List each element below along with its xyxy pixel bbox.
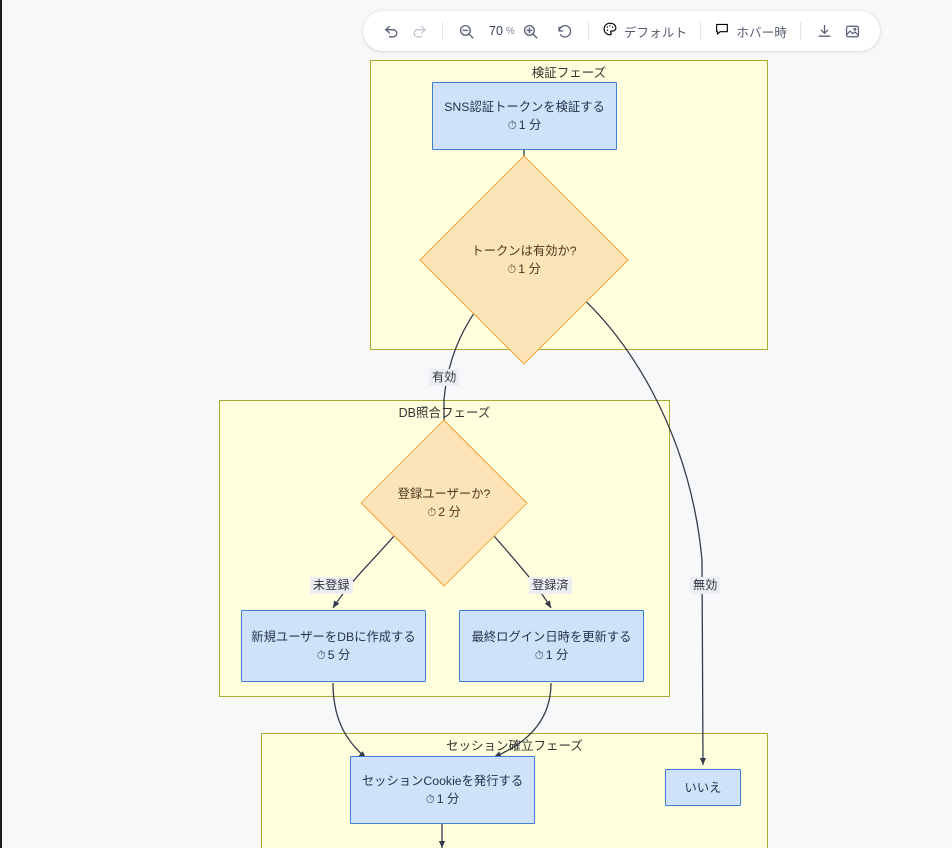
reset-view-button[interactable]	[551, 17, 579, 45]
redo-icon	[411, 23, 428, 40]
theme-label: デフォルト	[623, 25, 688, 40]
speech-bubble-icon	[714, 21, 730, 42]
edge-label-unregistered: 未登録	[310, 577, 353, 594]
node-label: 最終ログイン日時を更新する	[471, 629, 632, 644]
toolbar-divider-2	[587, 22, 589, 40]
undo-icon	[383, 23, 400, 40]
palette-icon	[602, 21, 618, 42]
node-label: トークンは有効か?	[471, 243, 577, 258]
toolbar-divider-4	[800, 22, 802, 40]
node-text: 登録ユーザーか? ⏱2 分	[370, 444, 518, 562]
toolbar-divider-3	[700, 22, 702, 40]
clock-icon: ⏱	[316, 649, 326, 662]
toolbar-divider-1	[442, 22, 443, 40]
clock-icon: ⏱	[425, 793, 435, 806]
zoom-percent-sign: %	[505, 25, 515, 37]
redo-button[interactable]	[405, 17, 433, 45]
zoom-in-button[interactable]	[517, 17, 545, 45]
diagram-toolbar[interactable]: 70 %	[363, 11, 881, 51]
reset-rotate-icon	[556, 23, 573, 40]
node-issue-session-cookie[interactable]: セッションCookieを発行する ⏱1 分	[350, 756, 535, 824]
node-update-last-login[interactable]: 最終ログイン日時を更新する ⏱1 分	[459, 610, 644, 682]
clock-icon: ⏱	[507, 119, 517, 132]
theme-button[interactable]: デフォルト	[598, 21, 692, 42]
window-left-edge	[0, 0, 2, 848]
node-verify-token[interactable]: SNS認証トークンを検証する ⏱1 分	[432, 82, 617, 150]
node-label: SNS認証トークンを検証する	[444, 99, 605, 114]
export-image-button[interactable]	[838, 17, 866, 45]
node-token-valid-decision[interactable]: トークンは有効か? ⏱1 分	[419, 155, 629, 365]
node-label: 登録ユーザーか?	[397, 486, 491, 501]
zoom-out-button[interactable]	[452, 17, 480, 45]
download-icon	[816, 23, 833, 40]
node-duration: ⏱1 分	[507, 117, 542, 132]
tooltip-mode-label: ホバー時	[736, 25, 788, 40]
node-label: いいえ	[684, 780, 722, 795]
edge-label-valid: 有効	[429, 369, 460, 386]
undo-button[interactable]	[377, 17, 405, 45]
zoom-level-value[interactable]: 70	[489, 24, 503, 38]
clock-icon: ⏱	[534, 649, 544, 662]
edge-label-invalid: 無効	[690, 577, 721, 594]
zoom-out-icon	[458, 23, 475, 40]
clock-icon: ⏱	[427, 506, 437, 519]
node-label: セッションCookieを発行する	[361, 773, 524, 788]
node-duration: ⏱5 分	[316, 647, 351, 662]
download-button[interactable]	[810, 17, 838, 45]
node-registered-user-decision[interactable]: 登録ユーザーか? ⏱2 分	[360, 419, 528, 587]
tooltip-mode-button[interactable]: ホバー時	[710, 21, 791, 42]
node-duration: ⏱1 分	[534, 647, 569, 662]
clock-icon: ⏱	[507, 263, 517, 276]
node-duration: ⏱1 分	[507, 261, 541, 276]
zoom-in-icon	[522, 23, 539, 40]
node-text: トークンは有効か? ⏱1 分	[450, 186, 598, 334]
node-create-new-user[interactable]: 新規ユーザーをDBに作成する ⏱5 分	[241, 610, 426, 682]
node-duration: ⏱1 分	[425, 791, 460, 806]
node-duration: ⏱2 分	[427, 504, 461, 519]
node-no[interactable]: いいえ	[665, 769, 741, 806]
image-export-icon	[844, 23, 861, 40]
edge-label-registered: 登録済	[529, 577, 572, 594]
node-label: 新規ユーザーをDBに作成する	[251, 629, 416, 644]
